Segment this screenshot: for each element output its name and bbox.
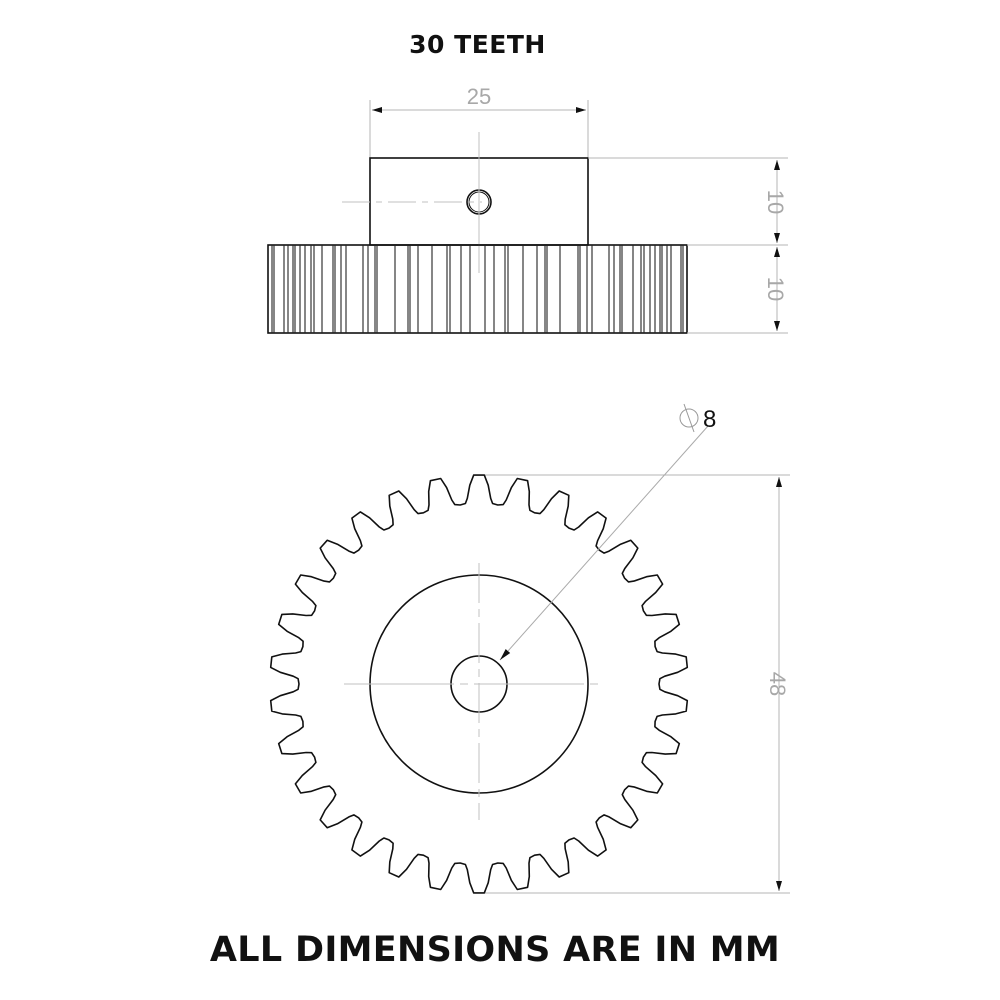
hub-height-label: 10 <box>763 190 788 214</box>
bore-leader-line <box>499 425 709 661</box>
front-view: 48 8 <box>269 403 790 894</box>
face-width-label: 10 <box>763 277 788 301</box>
side-view: 25 10 10 <box>267 84 788 334</box>
outside-diameter-label: 48 <box>765 672 790 696</box>
gear-teeth-outline <box>269 474 689 894</box>
bore-diameter-label: 8 <box>703 406 716 433</box>
hub-width-label: 25 <box>467 84 491 109</box>
hub-width-dimension <box>369 100 589 158</box>
outside-diameter-dimension <box>485 474 790 894</box>
height-dimensions <box>588 157 788 334</box>
gear-face-band <box>267 244 688 334</box>
units-note: ALL DIMENSIONS ARE IN MM <box>209 930 781 970</box>
diameter-symbol-icon <box>679 403 699 433</box>
drawing-title: 30 TEETH <box>409 30 546 59</box>
